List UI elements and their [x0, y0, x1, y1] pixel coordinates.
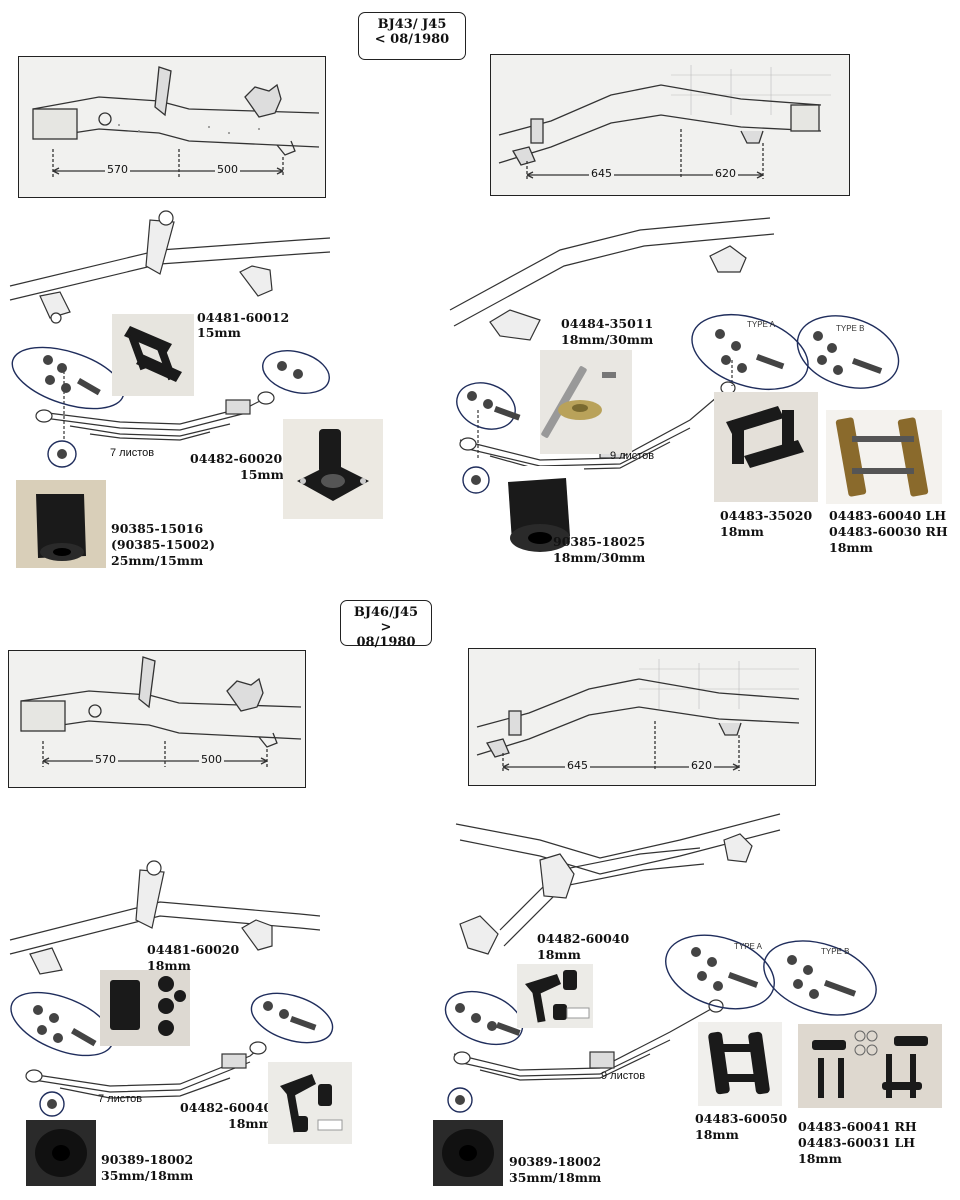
photo-rear-bushing-bottom [433, 1120, 503, 1186]
label-rear-bolt-part-top: 04484-35011 [561, 316, 654, 331]
label-front-pin-size-top: 15mm [240, 467, 284, 482]
label-front-bushing-size-bottom: 35mm/18mm [101, 1168, 194, 1183]
photo-front-bushing-bottom [26, 1120, 96, 1186]
label-rear-shackle-size-bottom: 18mm [695, 1127, 739, 1142]
label-rear-type-b-top: TYPE B [836, 324, 865, 333]
frame-drawing-rear-top: 645 620 [490, 54, 850, 196]
section-title-bottom: BJ46/J45 > 08/1980 [340, 600, 432, 650]
photo-rear-pin-bottom [517, 964, 593, 1028]
label-rear-bushing-part-bottom: 90389-18002 [509, 1154, 602, 1169]
label-rear-shackle2-rh-top: 04483-60030 RH [829, 524, 948, 539]
photo-front-bushing-top [16, 480, 106, 568]
label-rear-bushing-part-top: 90385-18025 [553, 534, 646, 549]
label-front-bracket-part-top: 04481-60012 [197, 310, 290, 325]
label-rear-shackle2-lh-bottom: 04483-60031 LH [798, 1135, 916, 1150]
photo-rear-bolt-top [540, 350, 632, 454]
frame-drawing-rear-bottom: 645 620 [468, 648, 816, 786]
label-rear-bolt-size-top: 18mm/30mm [561, 332, 654, 347]
label-rear-type-a-top: TYPE A [747, 320, 776, 329]
rear-dim-645-top: 645 [589, 167, 614, 180]
label-rear-pin-part-bottom: 04482-60040 [537, 931, 630, 946]
photo-rear-bushing-top [492, 466, 584, 558]
label-front-bushing-alt-part-top: (90385-15002) [111, 537, 215, 552]
label-front-bracket-size-bottom: 18mm [147, 958, 191, 973]
label-front-pin-part-top: 04482-60020 [190, 451, 283, 466]
photo-front-pin-bottom [268, 1062, 352, 1144]
label-front-bushing-part-top: 90385-15016 [111, 521, 204, 536]
label-rear-type-a-bottom: TYPE A [734, 942, 763, 951]
section-title-top: BJ43/ J45 < 08/1980 [358, 12, 466, 60]
photo-rear-shackle-top [714, 392, 818, 502]
photo-front-shackle-kit-bottom [100, 970, 190, 1046]
label-rear-shackle-size-top: 18mm [720, 524, 764, 539]
front-dim-570-top: 570 [105, 163, 130, 176]
rear-dim-645-bottom: 645 [565, 759, 590, 772]
label-front-bushing-part-bottom: 90389-18002 [101, 1152, 194, 1167]
rear-dim-620-top: 620 [713, 167, 738, 180]
label-front-leaves-top: 7 листов [110, 447, 155, 459]
label-front-leaves-bottom: 7 листов [98, 1093, 143, 1105]
label-rear-shackle2-size-bottom: 18mm [798, 1151, 842, 1166]
photo-rear-shackle-lhrh-top [826, 410, 942, 504]
section-title-bottom-model: BJ46/J45 [353, 605, 419, 620]
label-front-bushing-size-top: 25mm/15mm [111, 553, 204, 568]
front-spring-diagram-top [9, 210, 331, 468]
label-rear-shackle2-lh-top: 04483-60040 LH [829, 508, 947, 523]
label-rear-shackle-part-bottom: 04483-60050 [695, 1111, 788, 1126]
section-title-top-model: BJ43/ J45 [377, 17, 447, 32]
rear-dim-620-bottom: 620 [689, 759, 714, 772]
label-front-bracket-size-top: 15mm [197, 325, 241, 340]
frame-drawing-front-bottom: 570 500 [8, 650, 306, 788]
label-rear-bushing-size-bottom: 35mm/18mm [509, 1170, 602, 1185]
label-rear-type-b-bottom: TYPE B [821, 947, 850, 956]
label-rear-shackle-part-top: 04483-35020 [720, 508, 813, 523]
frame-drawing-front-top: 570 500 [18, 56, 326, 198]
label-rear-pin-size-bottom: 18mm [537, 947, 581, 962]
rear-spring-diagram-bottom [444, 813, 877, 1113]
section-title-bottom-date: > 08/1980 [356, 620, 416, 650]
label-front-bracket-part-bottom: 04481-60020 [147, 942, 240, 957]
front-dim-500-top: 500 [215, 163, 240, 176]
front-dim-570-bottom: 570 [93, 753, 118, 766]
label-rear-leaves-bottom: 9 листов [601, 1070, 646, 1082]
label-rear-shackle2-rh-bottom: 04483-60041 RH [798, 1119, 917, 1134]
photo-rear-shackle-rhlh-bottom [798, 1024, 942, 1108]
label-rear-bushing-size-top: 18mm/30mm [553, 550, 646, 565]
label-front-pin-size-bottom: 18mm [228, 1116, 272, 1131]
label-rear-leaves-top: 9 листов [610, 450, 655, 462]
front-spring-diagram-bottom [9, 860, 334, 1117]
label-front-pin-part-bottom: 04482-60040 [180, 1100, 273, 1115]
photo-front-shackle-top [112, 314, 194, 396]
label-rear-shackle2-size-top: 18mm [829, 540, 873, 555]
front-dim-500-bottom: 500 [199, 753, 224, 766]
section-title-top-date: < 08/1980 [374, 32, 450, 47]
photo-rear-shackle-bottom [698, 1022, 782, 1106]
photo-front-pin-top [283, 419, 383, 519]
